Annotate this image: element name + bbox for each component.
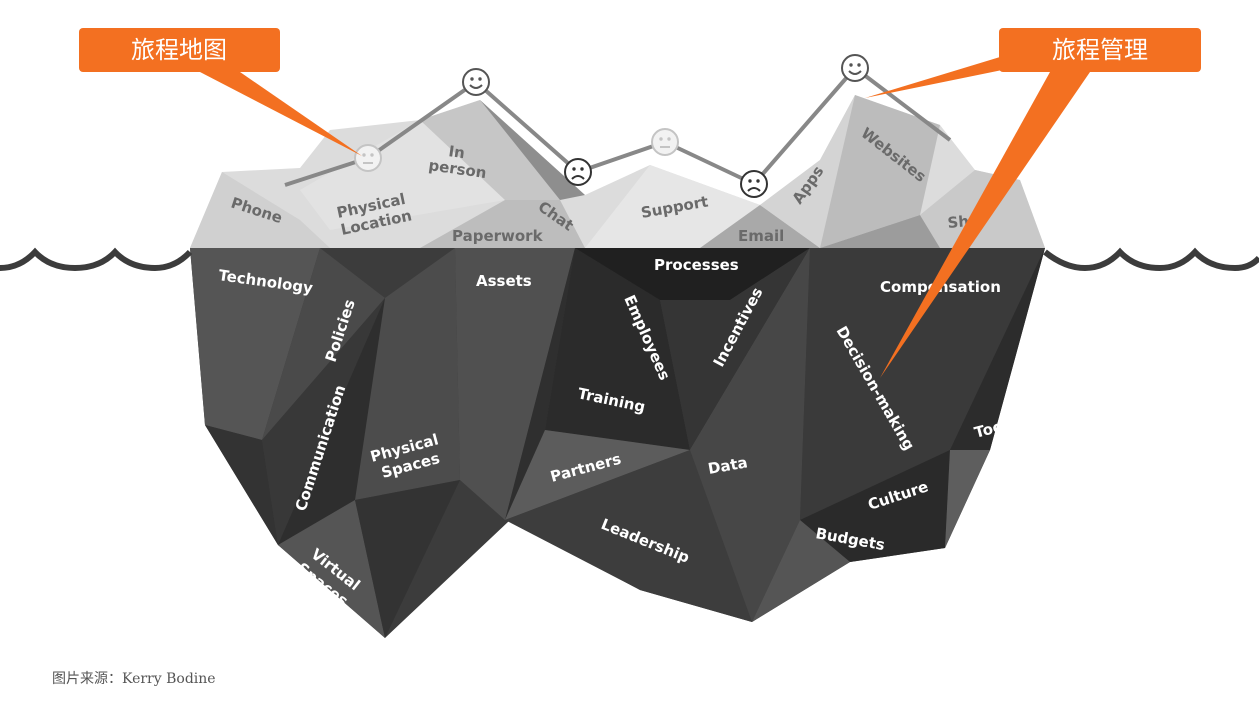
neutral-face-icon (651, 128, 679, 156)
sad-face-icon (564, 158, 592, 186)
label-in-person-1: In (447, 142, 466, 162)
happy-face-icon (462, 68, 490, 96)
sad-face-icon (740, 170, 768, 198)
iceberg-underwater (190, 248, 1045, 638)
label-paperwork: Paperwork (452, 227, 544, 245)
waterline (0, 247, 1259, 272)
happy-face-icon (841, 54, 869, 82)
callout-journey-map: 旅程地图 (79, 28, 362, 156)
image-credit: 图片来源：Kerry Bodine (52, 671, 216, 687)
label-processes: Processes (654, 256, 739, 274)
journey-line (284, 66, 952, 187)
callout-journey-management: 旅程管理 (865, 28, 1201, 378)
callout-journey-management-text: 旅程管理 (1052, 36, 1148, 64)
neutral-face-icon (354, 144, 382, 172)
label-assets: Assets (476, 272, 532, 290)
label-email: Email (738, 227, 784, 245)
callout-journey-map-text: 旅程地图 (131, 36, 227, 64)
